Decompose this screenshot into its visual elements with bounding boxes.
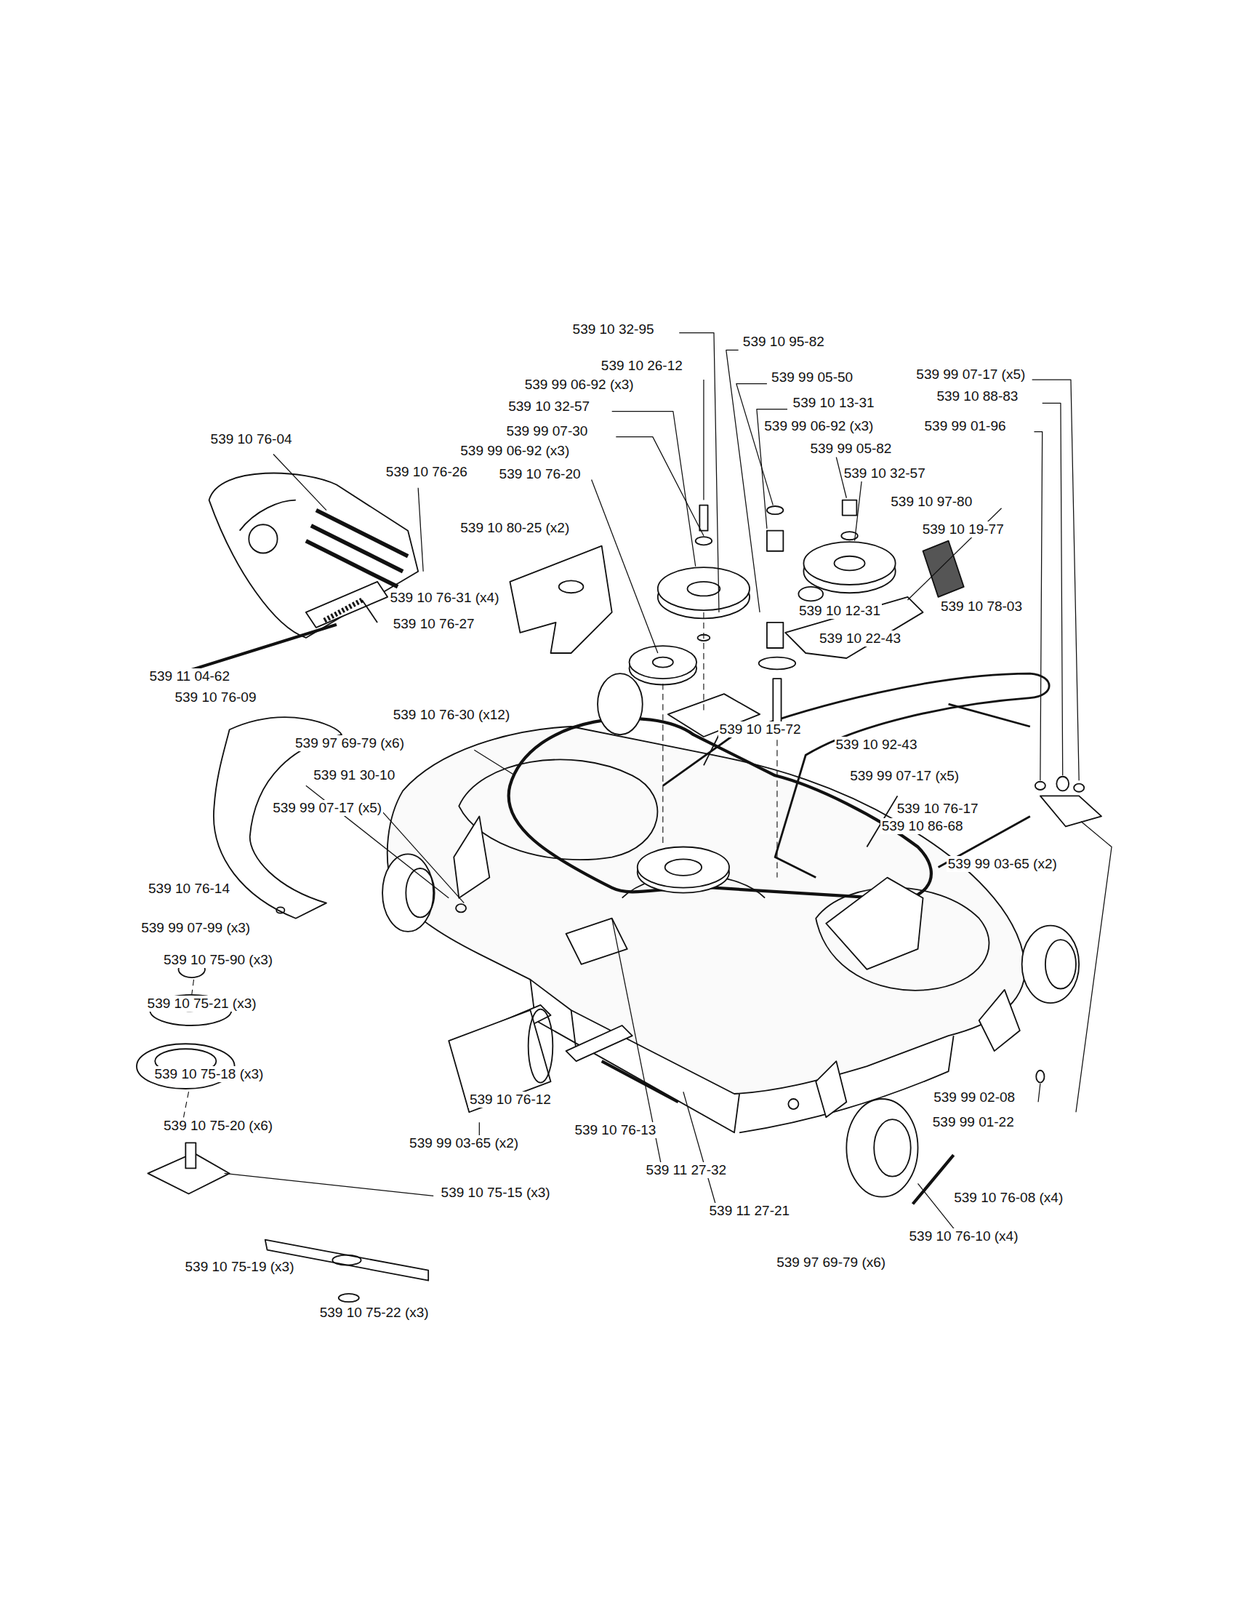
part-number: 539 11 04-62 <box>147 668 232 685</box>
part-number: 539 11 27-32 <box>644 1161 729 1178</box>
part-number: 539 10 78-03 <box>939 598 1024 615</box>
part-number: 539 99 07-17 (x5) <box>848 767 961 784</box>
part-number: 539 10 75-22 (x3) <box>318 1304 431 1321</box>
part-number: 539 10 80-25 (x2) <box>458 519 571 536</box>
part-number: 539 99 03-65 (x2) <box>407 1134 520 1151</box>
part-number: 539 10 19-77 <box>921 521 1006 538</box>
part-number: 539 99 05-50 <box>769 369 855 386</box>
part-number: 539 10 76-31 (x4) <box>388 589 501 606</box>
part-number: 539 10 97-80 <box>889 493 974 510</box>
part-number: 539 99 02-08 <box>932 1089 1017 1106</box>
part-number: 539 99 01-22 <box>931 1113 1016 1130</box>
part-number: 539 11 27-21 <box>708 1202 792 1219</box>
part-number: 539 10 88-83 <box>934 388 1020 405</box>
part-number: 539 10 75-15 (x3) <box>439 1184 552 1201</box>
part-number: 539 10 15-72 <box>718 721 803 738</box>
part-number: 539 10 76-17 <box>895 800 981 817</box>
part-number: 539 10 32-57 <box>506 398 592 415</box>
part-number: 539 99 05-82 <box>808 440 893 457</box>
part-number: 539 10 22-43 <box>817 630 903 647</box>
part-number: 539 99 07-30 <box>504 423 589 440</box>
part-number: 539 10 32-95 <box>571 321 656 338</box>
part-number: 539 10 76-27 <box>391 615 477 632</box>
part-number: 539 10 32-57 <box>842 465 927 482</box>
part-number: 539 10 76-09 <box>173 689 258 706</box>
part-number: 539 99 06-92 (x3) <box>458 442 571 459</box>
part-number: 539 99 01-96 <box>923 418 1008 435</box>
part-number: 539 10 75-20 (x6) <box>162 1117 275 1134</box>
part-number: 539 99 07-17 (x5) <box>914 366 1027 383</box>
part-number: 539 10 76-12 <box>468 1091 553 1108</box>
part-number: 539 10 76-20 <box>497 466 583 483</box>
part-number: 539 10 86-68 <box>880 817 965 834</box>
part-number: 539 99 06-92 (x3) <box>523 376 636 393</box>
part-number: 539 10 76-10 (x4) <box>908 1227 1020 1244</box>
part-number: 539 91 30-10 <box>311 766 397 783</box>
part-number: 539 10 76-13 <box>572 1121 658 1138</box>
part-number: 539 10 75-90 (x3) <box>162 951 275 968</box>
part-number: 539 10 13-31 <box>791 394 877 411</box>
part-number: 539 10 12-31 <box>797 602 882 619</box>
part-number: 539 97 69-79 (x6) <box>774 1254 887 1271</box>
part-number: 539 10 76-08 (x4) <box>952 1189 1065 1206</box>
part-number: 539 10 75-21 (x3) <box>146 995 259 1012</box>
part-number: 539 10 75-19 (x3) <box>183 1258 296 1275</box>
part-number: 539 10 26-12 <box>599 357 685 374</box>
part-number: 539 99 03-65 (x2) <box>946 855 1059 872</box>
part-number: 539 10 76-04 <box>209 431 294 448</box>
part-number: 539 10 92-43 <box>834 736 919 753</box>
part-number: 539 97 69-79 (x6) <box>293 735 406 751</box>
part-number: 539 10 76-26 <box>384 463 469 480</box>
part-number: 539 99 07-17 (x5) <box>271 799 384 816</box>
part-number: 539 10 75-18 (x3) <box>152 1065 265 1082</box>
part-number: 539 10 76-30 (x12) <box>391 706 512 723</box>
part-number: 539 99 06-92 (x3) <box>762 418 875 435</box>
part-number: 539 10 95-82 <box>741 333 826 350</box>
part-number: 539 10 76-14 <box>146 880 232 897</box>
part-number: 539 99 07-99 (x3) <box>139 919 252 936</box>
